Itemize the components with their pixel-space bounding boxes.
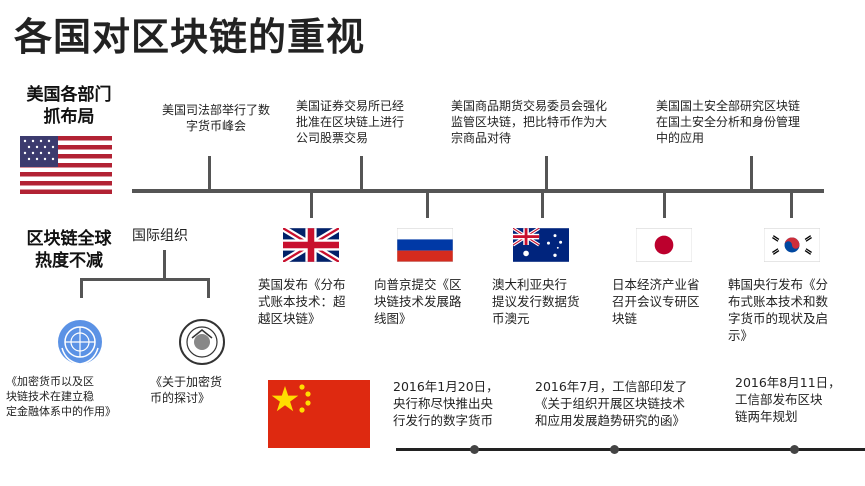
timeline-dot <box>610 445 619 454</box>
china-event-note: 2016年8月11日， 工信部发布区块 链两年规划 <box>735 375 841 424</box>
us-timeline <box>132 189 824 193</box>
us-event-note: 美国商品期货交易委员会强化 监管区块链，把比特币作为大 宗商品对待 <box>451 99 608 145</box>
usa-flag <box>20 136 112 194</box>
korea-flag <box>764 228 820 262</box>
usa-heading: 美国各部门 抓布局 <box>26 85 112 127</box>
japan-flag <box>636 228 692 262</box>
russia-flag <box>397 228 453 262</box>
uk-flag <box>283 228 339 262</box>
timeline-dot <box>470 445 479 454</box>
tree-leg <box>207 278 210 298</box>
china-event-note: 2016年7月，工信部印发了 《关于组织开展区块链技术 和应用发展趋势研究的函》 <box>535 379 688 428</box>
timeline-tick <box>426 192 429 218</box>
intl-doc-note: 《关于加密货 币的探讨》 <box>150 375 223 405</box>
un-emblem-icon <box>58 320 102 365</box>
china-flag <box>268 380 370 448</box>
us-event-note: 美国国土安全部研究区块链 在国土安全分析和身份管理 中的应用 <box>656 99 801 145</box>
australia-flag <box>513 228 569 262</box>
page-title: 各国对区块链的重视 <box>14 15 366 59</box>
country-note-russia: 向普京提交《区 块链技术发展路 线图》 <box>374 277 462 326</box>
global-heading: 区块链全球 热度不减 <box>26 229 112 271</box>
tree-stem <box>163 250 166 280</box>
timeline-dot <box>790 445 799 454</box>
us-event-note: 美国司法部举行了数 字货币峰会 <box>161 103 270 133</box>
country-note-australia: 澳大利亚央行 提议发行数据货 币澳元 <box>492 277 580 326</box>
tree-leg <box>80 278 83 298</box>
timeline-tick <box>663 192 666 218</box>
timeline-tick <box>360 156 363 190</box>
country-note-korea: 韩国央行发布《分 布式账本技术和数 字货币的现状及启 示》 <box>728 277 829 343</box>
timeline-tick <box>208 156 211 190</box>
imf-seal-icon <box>179 319 225 365</box>
country-note-japan: 日本经济产业省 召开会议专研区 块链 <box>612 277 700 326</box>
timeline-tick <box>790 192 793 218</box>
country-note-uk: 英国发布《分布 式账本技术：超 越区块链》 <box>258 277 346 326</box>
intl-org-label: 国际组织 <box>132 228 188 244</box>
us-event-note: 美国证券交易所已经 批准在区块链上进行 公司股票交易 <box>296 99 405 145</box>
timeline-tick <box>545 156 548 190</box>
intl-doc-note: 《加密货币以及区 块链技术在建立稳 定金融体系中的作用》 <box>6 375 116 418</box>
timeline-tick <box>541 192 544 218</box>
china-timeline <box>396 448 865 451</box>
timeline-tick <box>750 156 753 190</box>
tree-branch <box>80 278 210 281</box>
timeline-tick <box>310 192 313 218</box>
china-event-note: 2016年1月20日， 央行称尽快推出央 行发行的数字货币 <box>393 379 499 428</box>
